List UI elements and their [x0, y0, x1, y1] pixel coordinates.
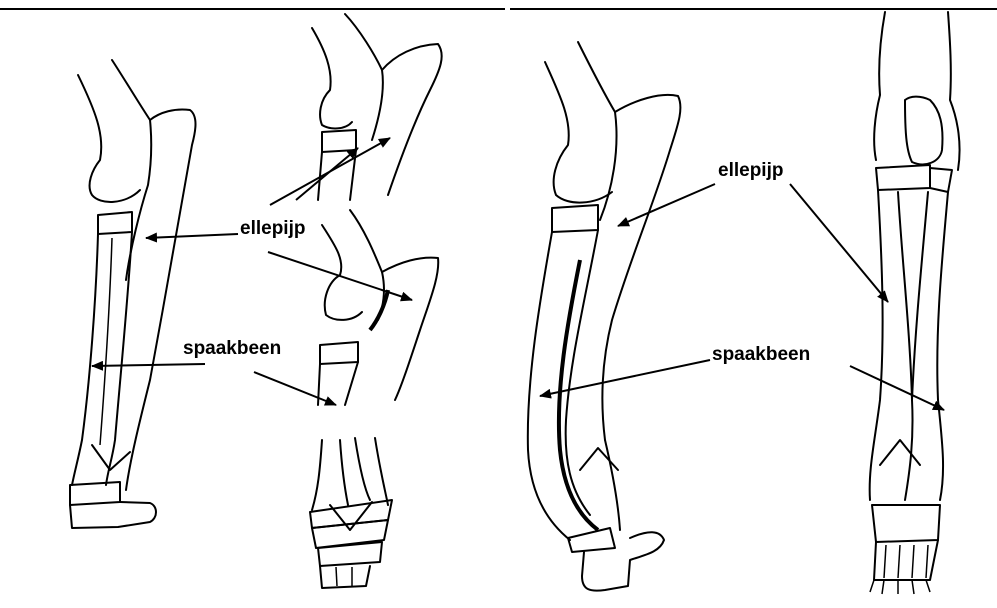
label-ellepijp-right: ellepijp	[718, 160, 783, 181]
arrow-ellepijp-side	[146, 234, 238, 238]
label-spaakbeen-left: spaakbeen	[183, 338, 281, 359]
arrow-spaakbeen-side	[92, 364, 205, 366]
elbow-detail-middle	[318, 210, 438, 405]
arrow-spaakbeen-middle	[254, 372, 336, 405]
forearm-side-view-a	[70, 60, 196, 528]
wrist-detail-bottom	[310, 438, 392, 588]
arrow-spaakbeen-front	[850, 366, 944, 410]
arrow-ellepijp-radius-top	[296, 148, 358, 200]
right-panel: ellepijp spaakbeen	[528, 12, 960, 594]
label-ellepijp-left: ellepijp	[240, 218, 305, 239]
forearm-front-view	[870, 12, 960, 594]
arrow-spaakbeen-side-right	[540, 360, 710, 396]
elbow-detail-top	[312, 14, 442, 200]
left-panel: ellepijp spaakbeen	[70, 14, 442, 588]
label-spaakbeen-right: spaakbeen	[712, 344, 810, 365]
forearm-side-view-b	[528, 42, 681, 591]
arrow-ellepijp-side-right	[618, 184, 715, 226]
arrow-ellepijp-front	[790, 184, 888, 302]
